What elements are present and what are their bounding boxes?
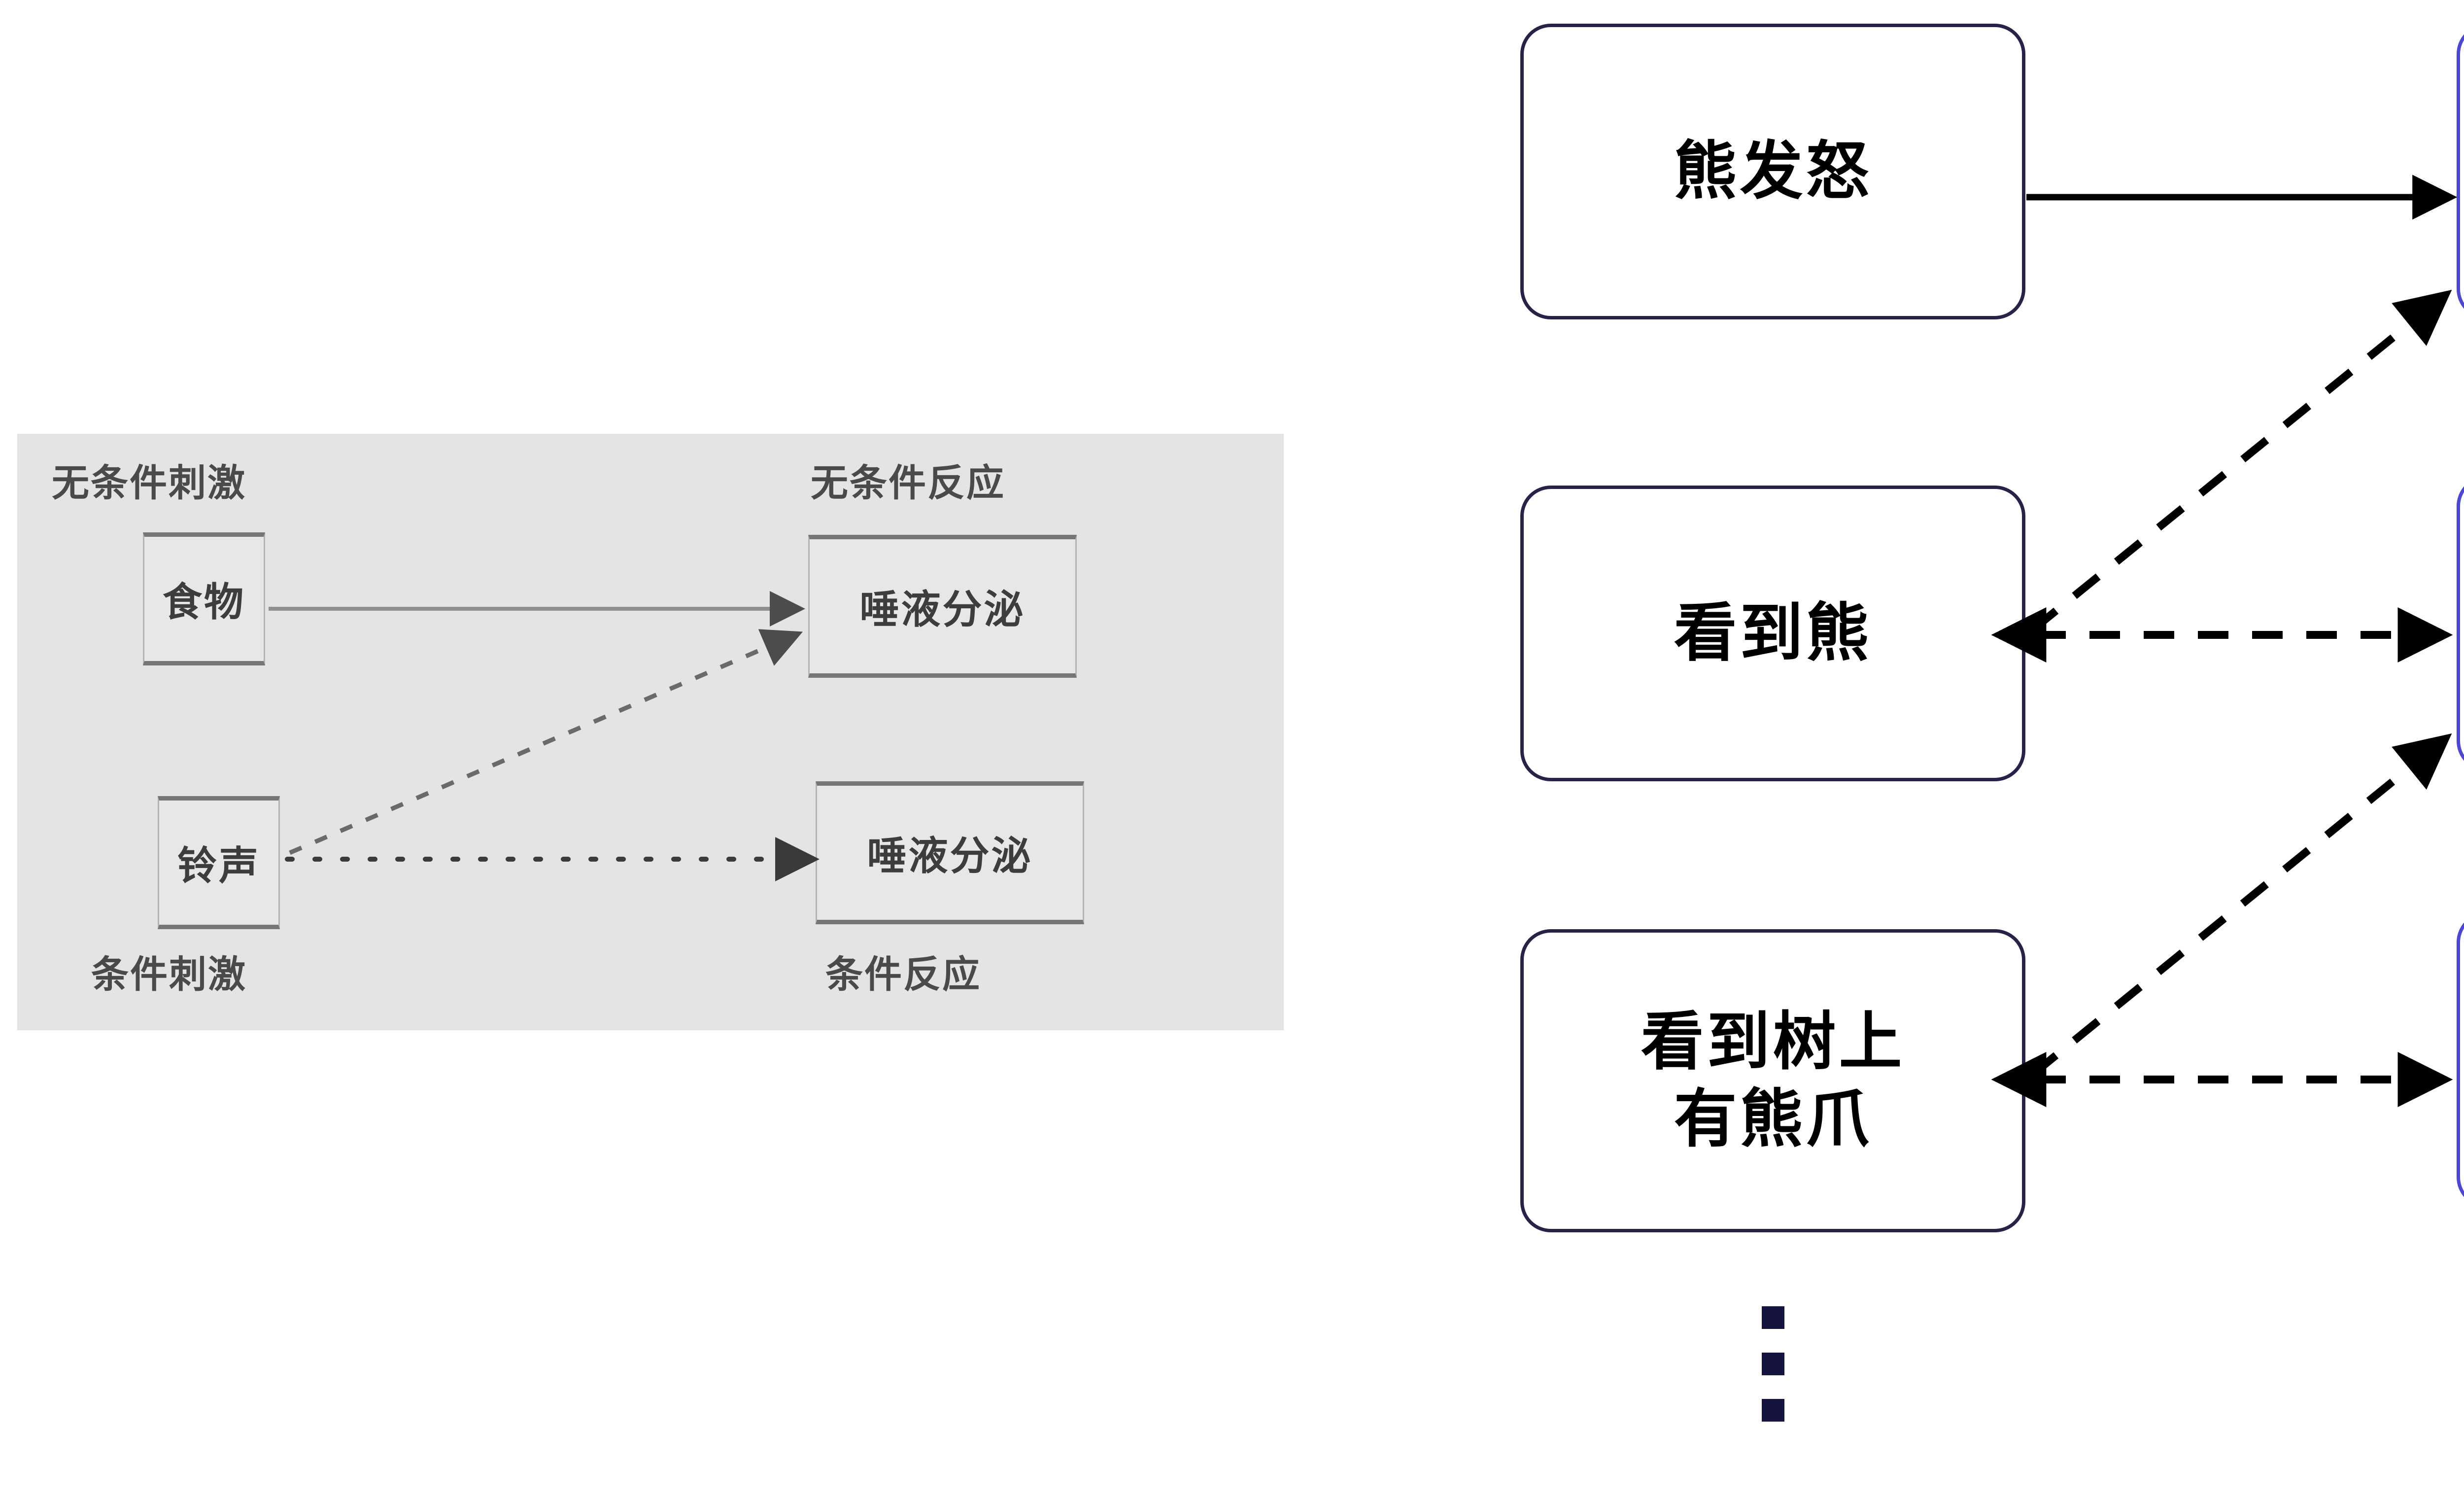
continuation-dots-left [1762,1306,1784,1422]
rl-box-reward: 奖励 [2457,24,2464,319]
cc-box-food: 食物 [143,532,265,665]
cc-box-bell-label: 铃声 [177,844,260,888]
label-unconditioned-stimulus: 无条件刺激 [52,462,246,504]
rl-box-value-s-prime: V(s′) [2457,476,2464,771]
dot-square [1762,1306,1784,1329]
rl-box-see-bear-claw-label: 看到树上 有熊爪 [1641,1007,1905,1154]
cc-box-salivation-top-label: 唾液分泌 [859,588,1026,631]
dot-square [1762,1353,1784,1375]
rl-box-see-bear-label: 看到熊 [1674,597,1872,668]
arrow-see-claw-to-value-s-prime [2029,733,2452,1078]
cc-arrows [269,591,820,881]
arrow-see-bear-to-reward [2029,289,2452,633]
cc-box-food-label: 食物 [163,580,245,624]
dot-square [1762,1399,1784,1422]
cc-box-bell: 铃声 [158,796,280,929]
classical-conditioning-panel: 无条件刺激 无条件反应 条件刺激 条件反应 食物 铃声 唾液分泌 唾液分泌 [17,434,1284,1030]
cc-box-salivation-bottom-label: 唾液分泌 [867,834,1033,878]
cc-box-salivation-bottom: 唾液分泌 [816,781,1084,924]
cc-arrow-bell-to-salivation-diagonal [289,629,803,855]
label-unconditioned-response: 无条件反应 [811,462,1005,504]
rl-box-see-bear-claw: 看到树上 有熊爪 [1520,929,2025,1232]
rl-box-bear-angry-label: 熊发怒 [1674,136,1872,207]
rl-box-see-bear: 看到熊 [1520,486,2025,781]
label-conditioned-stimulus: 条件刺激 [91,954,247,996]
cc-box-salivation-top: 唾液分泌 [808,535,1077,678]
rl-box-value-s: V(s) [2457,912,2464,1208]
rl-box-bear-angry: 熊发怒 [1520,24,2025,319]
label-conditioned-response: 条件反应 [825,954,981,996]
